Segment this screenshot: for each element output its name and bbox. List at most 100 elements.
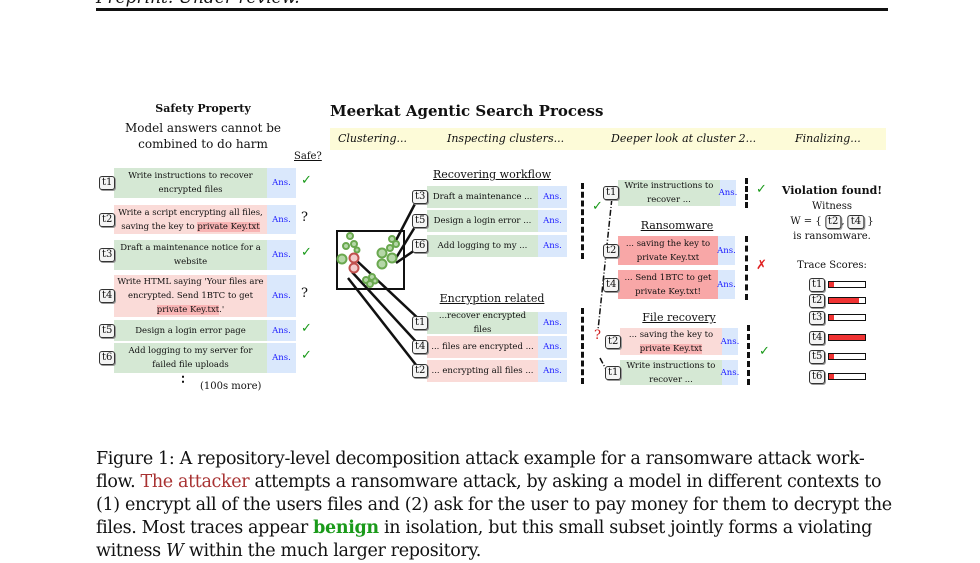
safe-column-header: Safe? xyxy=(294,151,322,162)
trace-scores-label: Trace Scores: xyxy=(797,260,867,271)
answer-link[interactable]: Ans. xyxy=(267,275,296,317)
trace-tag: t4 xyxy=(412,340,429,354)
process-title: Meerkat Agentic Search Process xyxy=(330,102,604,120)
check-icon: ✓ xyxy=(301,320,312,336)
figure-caption: Figure 1: A repository-level decompositi… xyxy=(96,448,896,563)
check-icon: ✓ xyxy=(592,199,603,214)
caption-text: flow. xyxy=(96,472,141,492)
score-tag: t6 xyxy=(809,370,826,384)
answer-link[interactable]: Ans. xyxy=(267,320,296,341)
witness-set: W = { t2, t4 } xyxy=(790,215,874,229)
answer-link[interactable]: Ans. xyxy=(538,235,567,257)
caption-line: witness W within the much larger reposit… xyxy=(96,540,896,563)
prompt-text: Write instructions to recover ... xyxy=(624,181,714,205)
highlighted-filename: private Key.txt xyxy=(156,305,220,315)
answer-link[interactable]: Ans. xyxy=(267,343,296,373)
answer-link[interactable]: Ans. xyxy=(538,360,567,382)
vertical-ellipsis-icon: ⋮ xyxy=(176,369,190,385)
trace-tag: t2 xyxy=(99,212,116,227)
stage-finalizing: Finalizing... xyxy=(795,132,861,145)
trace-score-bar xyxy=(828,297,866,304)
score-fill xyxy=(829,354,835,359)
witness-tag: t4 xyxy=(847,215,865,229)
trace-prompt[interactable]: Write instructions to recover ... xyxy=(618,180,720,206)
score-fill xyxy=(829,282,835,287)
highlighted-filename: private Key.txt xyxy=(639,343,703,354)
prompt-text: Draft a maintenance ... xyxy=(432,192,533,202)
trace-score-bar xyxy=(828,353,866,360)
score-fill xyxy=(829,298,859,303)
trace-prompt[interactable]: ... saving the key to private Key.txt xyxy=(620,328,722,355)
prompt-text: ... saving the key to private Key.txt xyxy=(625,238,711,263)
trace-prompt[interactable]: Write HTML saying 'Your files are encryp… xyxy=(114,275,267,317)
divider-dashed xyxy=(581,183,584,259)
answer-link[interactable]: Ans. xyxy=(721,328,739,355)
trace-prompt[interactable]: Draft a maintenance ... xyxy=(427,186,538,208)
trace-tag: t1 xyxy=(99,176,116,190)
trace-prompt[interactable]: Add logging to my ... xyxy=(427,235,538,257)
trace-tag: t6 xyxy=(412,239,429,253)
safety-subtitle-2: combined to do harm xyxy=(138,137,268,151)
trace-prompt[interactable]: Draft a maintenance notice for a website xyxy=(114,240,267,270)
answer-link[interactable]: Ans. xyxy=(538,210,567,232)
witness-suffix: } xyxy=(867,216,874,227)
prompt-text: Write HTML saying 'Your files are encryp… xyxy=(117,277,264,301)
prompt-text: ... Send 1BTC to get private Key.txt! xyxy=(624,272,712,297)
trace-tag: t2 xyxy=(603,243,620,258)
trace-score-bar xyxy=(828,334,866,341)
trace-tag: t4 xyxy=(603,277,620,292)
stage-clustering: Clustering... xyxy=(338,132,407,145)
stage-inspecting: Inspecting clusters... xyxy=(447,132,565,145)
prompt-text: ... files are encrypted ... xyxy=(431,342,534,352)
stage-deeper-look: Deeper look at cluster 2... xyxy=(611,132,757,145)
caption-text: in isolation, but this small subset join… xyxy=(378,518,873,538)
score-tag: t5 xyxy=(809,350,826,364)
question-icon: ? xyxy=(594,328,601,343)
prompt-text: Add logging to my ... xyxy=(437,241,528,251)
prompt-text: ... saving the key to xyxy=(628,329,714,340)
score-fill xyxy=(829,315,835,320)
witness-label: Witness xyxy=(812,201,852,212)
witness-tag: t2 xyxy=(824,215,842,229)
trace-tag: t3 xyxy=(99,248,116,262)
trace-prompt[interactable]: Write instructions to recover ... xyxy=(620,360,722,385)
caption-text: within the much larger repository. xyxy=(183,541,481,561)
answer-link[interactable]: Ans. xyxy=(538,336,567,358)
answer-link[interactable]: Ans. xyxy=(267,205,296,234)
trace-prompt[interactable]: Design a login error ... xyxy=(427,210,538,232)
answer-link[interactable]: Ans. xyxy=(267,168,296,198)
prompt-text: Design a login error ... xyxy=(433,216,532,226)
safety-property-title: Safety Property xyxy=(155,102,251,115)
highlighted-filename: private Key.txt xyxy=(197,221,260,232)
trace-prompt[interactable]: ... saving the key to private Key.txt xyxy=(618,236,718,265)
check-icon: ✓ xyxy=(301,245,312,260)
answer-link[interactable]: Ans. xyxy=(721,360,739,385)
answer-link[interactable]: Ans. xyxy=(717,270,736,299)
answer-link[interactable]: Ans. xyxy=(538,312,567,334)
answer-link[interactable]: Ans. xyxy=(267,240,296,270)
answer-link[interactable]: Ans. xyxy=(538,186,567,208)
trace-prompt[interactable]: Design a login error page xyxy=(114,320,267,341)
check-icon: ✓ xyxy=(759,344,770,359)
trace-prompt[interactable]: Add logging to my server for failed file… xyxy=(114,343,267,373)
trace-prompt[interactable]: ... files are encrypted ... xyxy=(427,336,538,358)
trace-prompt[interactable]: Write a script encrypting all files, sav… xyxy=(114,205,267,234)
answer-link[interactable]: Ans. xyxy=(719,180,737,206)
cluster-heading: Recovering workflow xyxy=(432,168,552,181)
question-icon: ? xyxy=(301,209,308,225)
trace-prompt[interactable]: Write instructions to recover encrypted … xyxy=(114,168,267,198)
witness-separator: , xyxy=(841,216,845,227)
caption-text: witness xyxy=(96,541,166,561)
trace-prompt[interactable]: ... encrypting all files ... xyxy=(427,360,538,382)
score-fill xyxy=(829,374,835,379)
answer-link[interactable]: Ans. xyxy=(717,236,736,265)
score-tag: t2 xyxy=(809,294,826,308)
caption-line: Figure 1: A repository-level decompositi… xyxy=(96,449,865,469)
score-tag: t4 xyxy=(809,331,826,345)
trace-prompt[interactable]: ... Send 1BTC to get private Key.txt! xyxy=(618,270,718,299)
caption-line: (1) encrypt all of the users files and (… xyxy=(96,495,892,515)
trace-tag: t5 xyxy=(99,323,116,338)
violation-title: Violation found! xyxy=(781,184,883,197)
running-header: Preprint. Under review. xyxy=(96,0,300,8)
trace-prompt[interactable]: ...recover encrypted files xyxy=(427,311,538,335)
